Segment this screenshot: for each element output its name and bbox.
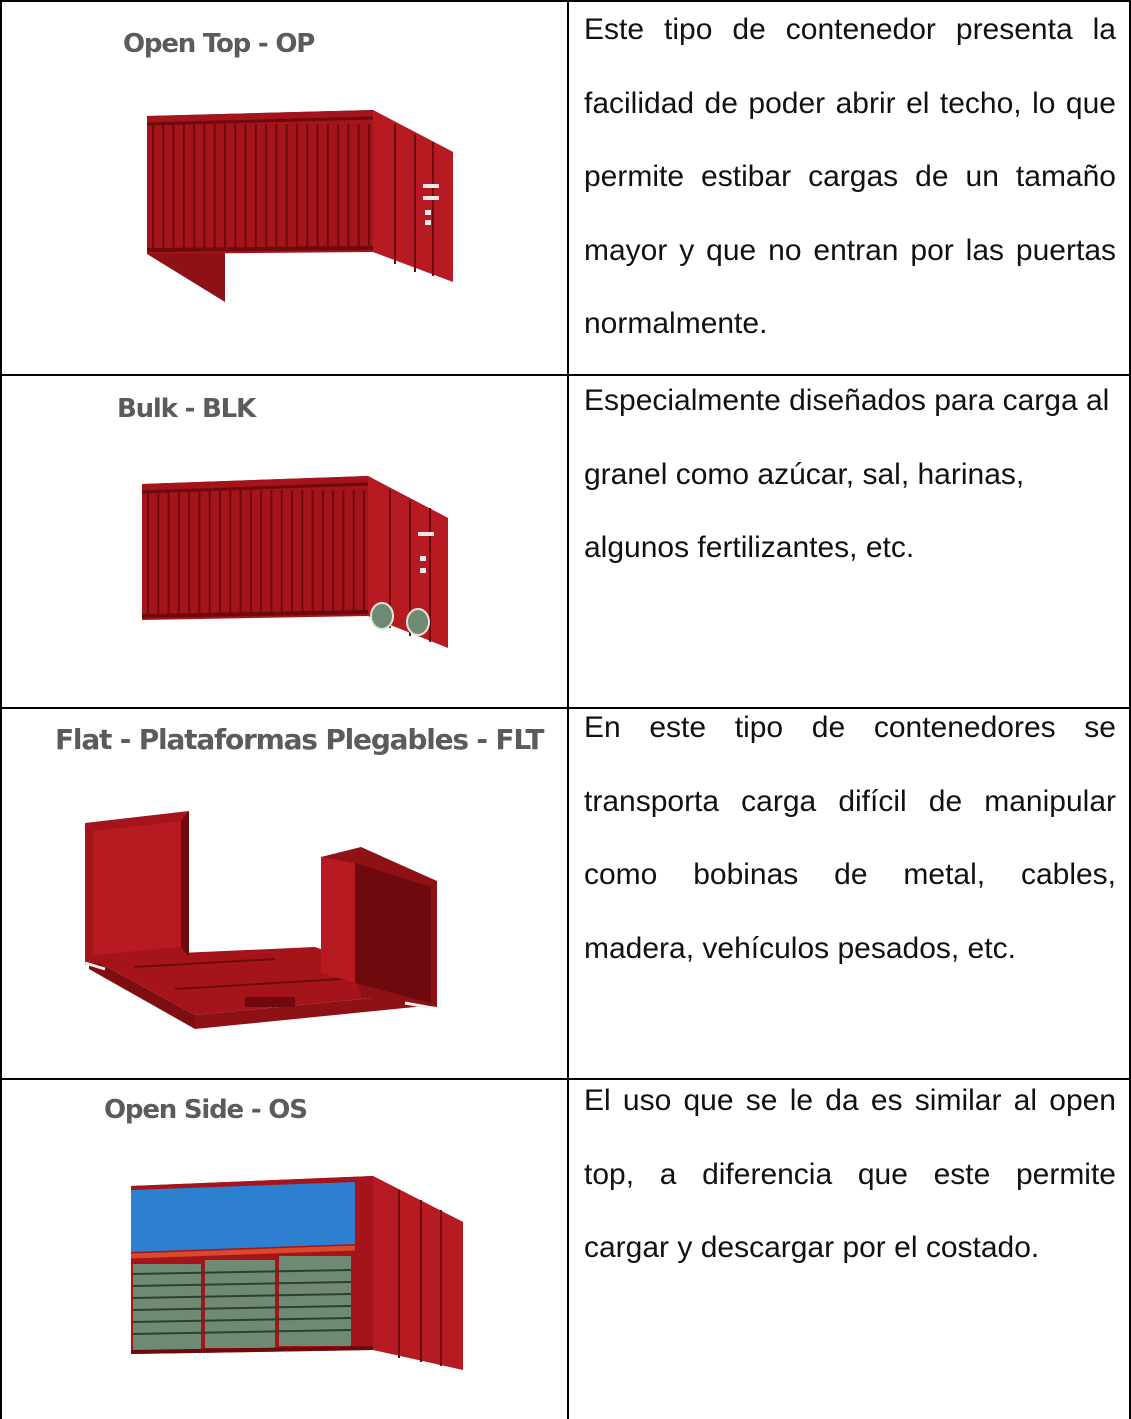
open-top-container-icon <box>146 110 453 302</box>
container-description: Especialmente diseñados para carga al gr… <box>584 384 1110 564</box>
row-divider <box>0 374 1131 376</box>
table-row: En este tipo de contenedores se transpor… <box>570 709 1131 1078</box>
table-row: Flat - Plataformas Plegables - FLT <box>3 709 568 1078</box>
container-description: Este tipo de contenedor presenta la faci… <box>584 13 1116 340</box>
column-divider <box>567 0 569 1419</box>
container-type-label: Open Top - OP <box>123 29 315 59</box>
table-left-border <box>0 0 2 1419</box>
row-divider <box>0 707 1131 709</box>
container-type-label: Flat - Plataformas Plegables - FLT <box>55 723 544 756</box>
container-type-label: Open Side - OS <box>104 1095 308 1125</box>
table-row: Este tipo de contenedor presenta la faci… <box>570 2 1131 374</box>
table-row: Especialmente diseñados para carga al gr… <box>570 376 1131 707</box>
flat-rack-container-icon <box>84 811 437 1029</box>
table-top-border <box>0 0 1131 2</box>
container-description: En este tipo de contenedores se transpor… <box>584 711 1116 965</box>
table-row: Bulk - BLK <box>3 376 568 707</box>
open-side-container-icon <box>130 1176 463 1370</box>
container-description: El uso que se le da es similar al open t… <box>584 1084 1116 1264</box>
table-row: Open Side - OS <box>3 1080 568 1419</box>
table-row: El uso que se le da es similar al open t… <box>570 1080 1131 1419</box>
table-right-border <box>1129 0 1131 1419</box>
table-row: Open Top - OP <box>3 2 568 374</box>
bulk-container-icon <box>141 476 448 648</box>
row-divider <box>0 1078 1131 1080</box>
container-type-label: Bulk - BLK <box>117 394 256 424</box>
